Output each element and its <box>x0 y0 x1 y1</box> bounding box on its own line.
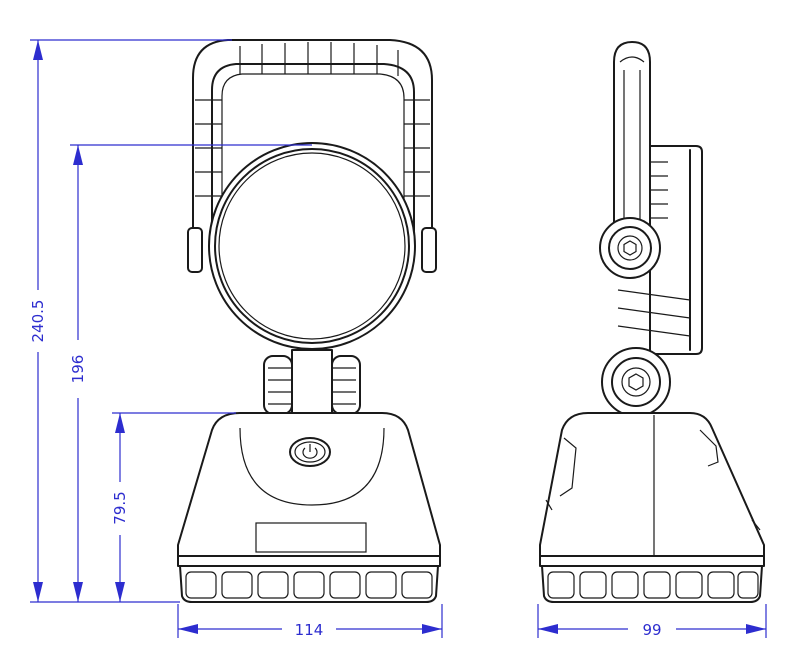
power-button[interactable] <box>289 437 331 467</box>
dimension-front-width: 114 <box>177 604 443 639</box>
side-base <box>539 412 765 603</box>
side-base-feet <box>547 571 759 599</box>
dimension-label-front-width: 114 <box>295 621 324 639</box>
dimension-head-height: 196 <box>69 144 312 602</box>
front-handle <box>187 39 437 273</box>
lower-pivot-knob[interactable] <box>601 347 671 417</box>
front-base-feet <box>185 571 433 599</box>
dimension-label-overall-height: 240.5 <box>29 300 47 343</box>
power-icon <box>302 444 318 459</box>
dimension-side-depth: 99 <box>537 604 767 639</box>
dimension-label-side-depth: 99 <box>642 621 661 639</box>
front-swivel-neck <box>263 349 361 419</box>
side-view <box>539 41 765 603</box>
dimension-overall-height: 240.5 <box>29 39 232 603</box>
dimension-base-height: 79.5 <box>111 412 236 602</box>
dimension-label-base-height: 79.5 <box>111 491 129 524</box>
upper-pivot-knob[interactable] <box>599 217 661 279</box>
side-lamp-housing <box>617 145 703 355</box>
front-view <box>177 39 441 603</box>
front-base <box>177 412 441 603</box>
front-lamp-head <box>208 142 416 350</box>
dimension-label-head-height: 196 <box>69 355 87 384</box>
side-handle <box>613 41 651 261</box>
